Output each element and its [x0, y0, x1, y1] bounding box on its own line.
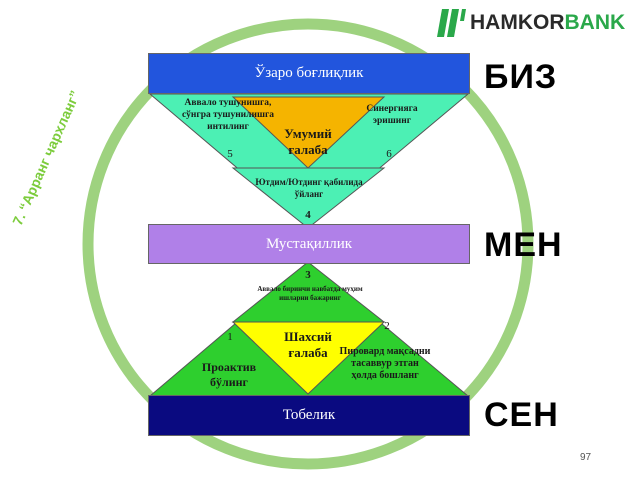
top-bar: Ўзаро боғлиқлик	[148, 53, 470, 94]
upper-num-left: 5	[227, 148, 233, 160]
logo-mark-icon	[437, 9, 466, 37]
lower-center-text: Шахсий ғалаба	[284, 329, 332, 360]
upper-num-right: 6	[386, 148, 392, 160]
lower-num-top: 3	[305, 269, 311, 281]
upper-lower-text: Ютдим/Ютдинг қабилида ўйланг	[255, 177, 363, 199]
upper-num-bottom: 4	[305, 209, 311, 221]
page-number: 97	[580, 452, 592, 463]
level-men: МЕН	[484, 226, 563, 264]
lower-center-triangle	[231, 321, 386, 395]
level-biz: БИЗ	[484, 58, 558, 96]
logo-text-bank: BANK	[564, 11, 626, 34]
lower-top-text: Аввало биринчи навбатда муҳим ишларни ба…	[257, 285, 363, 302]
top-bar-label: Ўзаро боғлиқлик	[254, 65, 364, 81]
upper-center-triangle	[231, 96, 386, 169]
logo-text-hamkor: HAMKOR	[470, 11, 565, 34]
lower-left-text: Проактив бўлинг	[201, 360, 257, 389]
bottom-bar: Тобелик	[148, 395, 470, 436]
bottom-bar-label: Тобелик	[282, 407, 336, 423]
middle-bar: Мустақиллик	[148, 224, 470, 264]
middle-bar-label: Мустақиллик	[265, 235, 353, 252]
upper-center-text: Умумий ғалаба	[284, 126, 332, 157]
lower-num-left: 1	[227, 331, 233, 343]
lower-num-right: 2	[384, 320, 390, 332]
upper-right-text: Синергияга эришинг	[366, 104, 418, 126]
outer-circle	[82, 18, 534, 470]
upper-left-text: Аввало тушунишга, сўнгра тушунилишга инт…	[181, 98, 275, 132]
level-sen: СЕН	[484, 396, 559, 434]
lower-right-text: Пировард мақсадни тасаввур этган ҳолда б…	[339, 346, 431, 381]
